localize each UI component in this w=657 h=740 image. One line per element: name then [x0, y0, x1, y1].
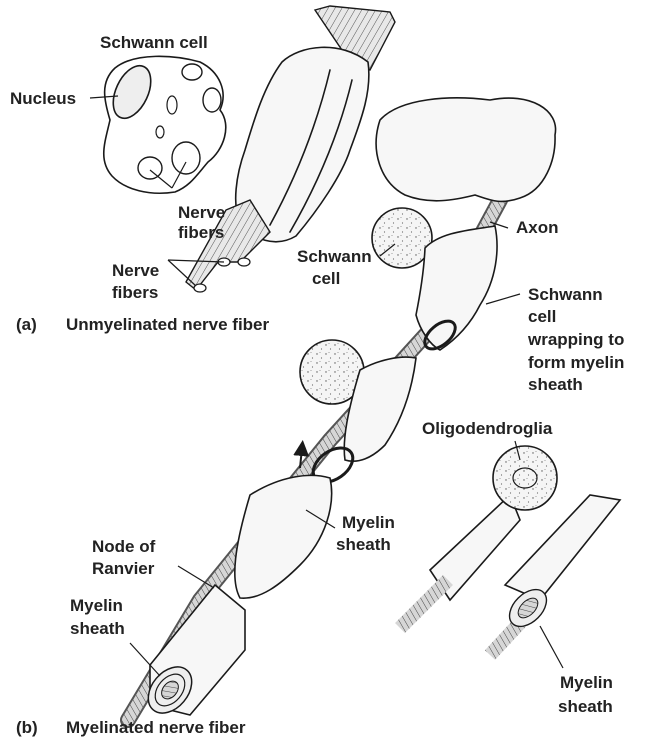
label-nerve-fibers-2: fibers: [112, 283, 158, 302]
label-wrapping-5: sheath: [528, 375, 583, 394]
label-nucleus: Nucleus: [10, 89, 76, 108]
label-myelin-sheath-right-2: sheath: [558, 697, 613, 716]
label-wrapping-3: wrapping to: [527, 330, 624, 349]
caption-b-letter: (b): [16, 718, 38, 737]
label-node-of-ranvier-2: Ranvier: [92, 559, 155, 578]
oligo-axon-left: [400, 580, 448, 628]
caption-a-letter: (a): [16, 315, 37, 334]
oligodendroglia-cell: [400, 446, 620, 655]
label-wrapping-4: form myelin: [528, 353, 624, 372]
label-axon: Axon: [516, 218, 559, 237]
schwann-cell-top-right: [376, 98, 555, 202]
caption-a-text: Unmyelinated nerve fiber: [66, 315, 270, 334]
myelin-segment: [139, 475, 331, 721]
label-nerve-fibers-inset-1: Nerve: [178, 203, 225, 222]
caption-b-text: Myelinated nerve fiber: [66, 718, 246, 737]
label-myelin-sheath-right-1: Myelin: [560, 673, 613, 692]
label-node-of-ranvier-1: Node of: [92, 537, 156, 556]
label-schwann-cell-a: Schwann cell: [100, 33, 208, 52]
label-myelin-sheath-left-2: sheath: [70, 619, 125, 638]
label-nerve-fibers-inset-2: fibers: [178, 223, 224, 242]
label-schwann-cell-b-1: Schwann: [297, 247, 372, 266]
label-myelin-sheath-left-1: Myelin: [70, 596, 123, 615]
schwann-cell-wrapping: [372, 208, 497, 354]
label-nerve-fibers-1: Nerve: [112, 261, 159, 280]
label-myelin-sheath-mid-2: sheath: [336, 535, 391, 554]
label-oligodendroglia: Oligodendroglia: [422, 419, 553, 438]
label-schwann-cell-b-2: cell: [312, 269, 340, 288]
label-myelin-sheath-mid-1: Myelin: [342, 513, 395, 532]
label-wrapping-1: Schwann: [528, 285, 603, 304]
label-wrapping-2: cell: [528, 307, 556, 326]
schwann-cross-section: [104, 56, 226, 193]
